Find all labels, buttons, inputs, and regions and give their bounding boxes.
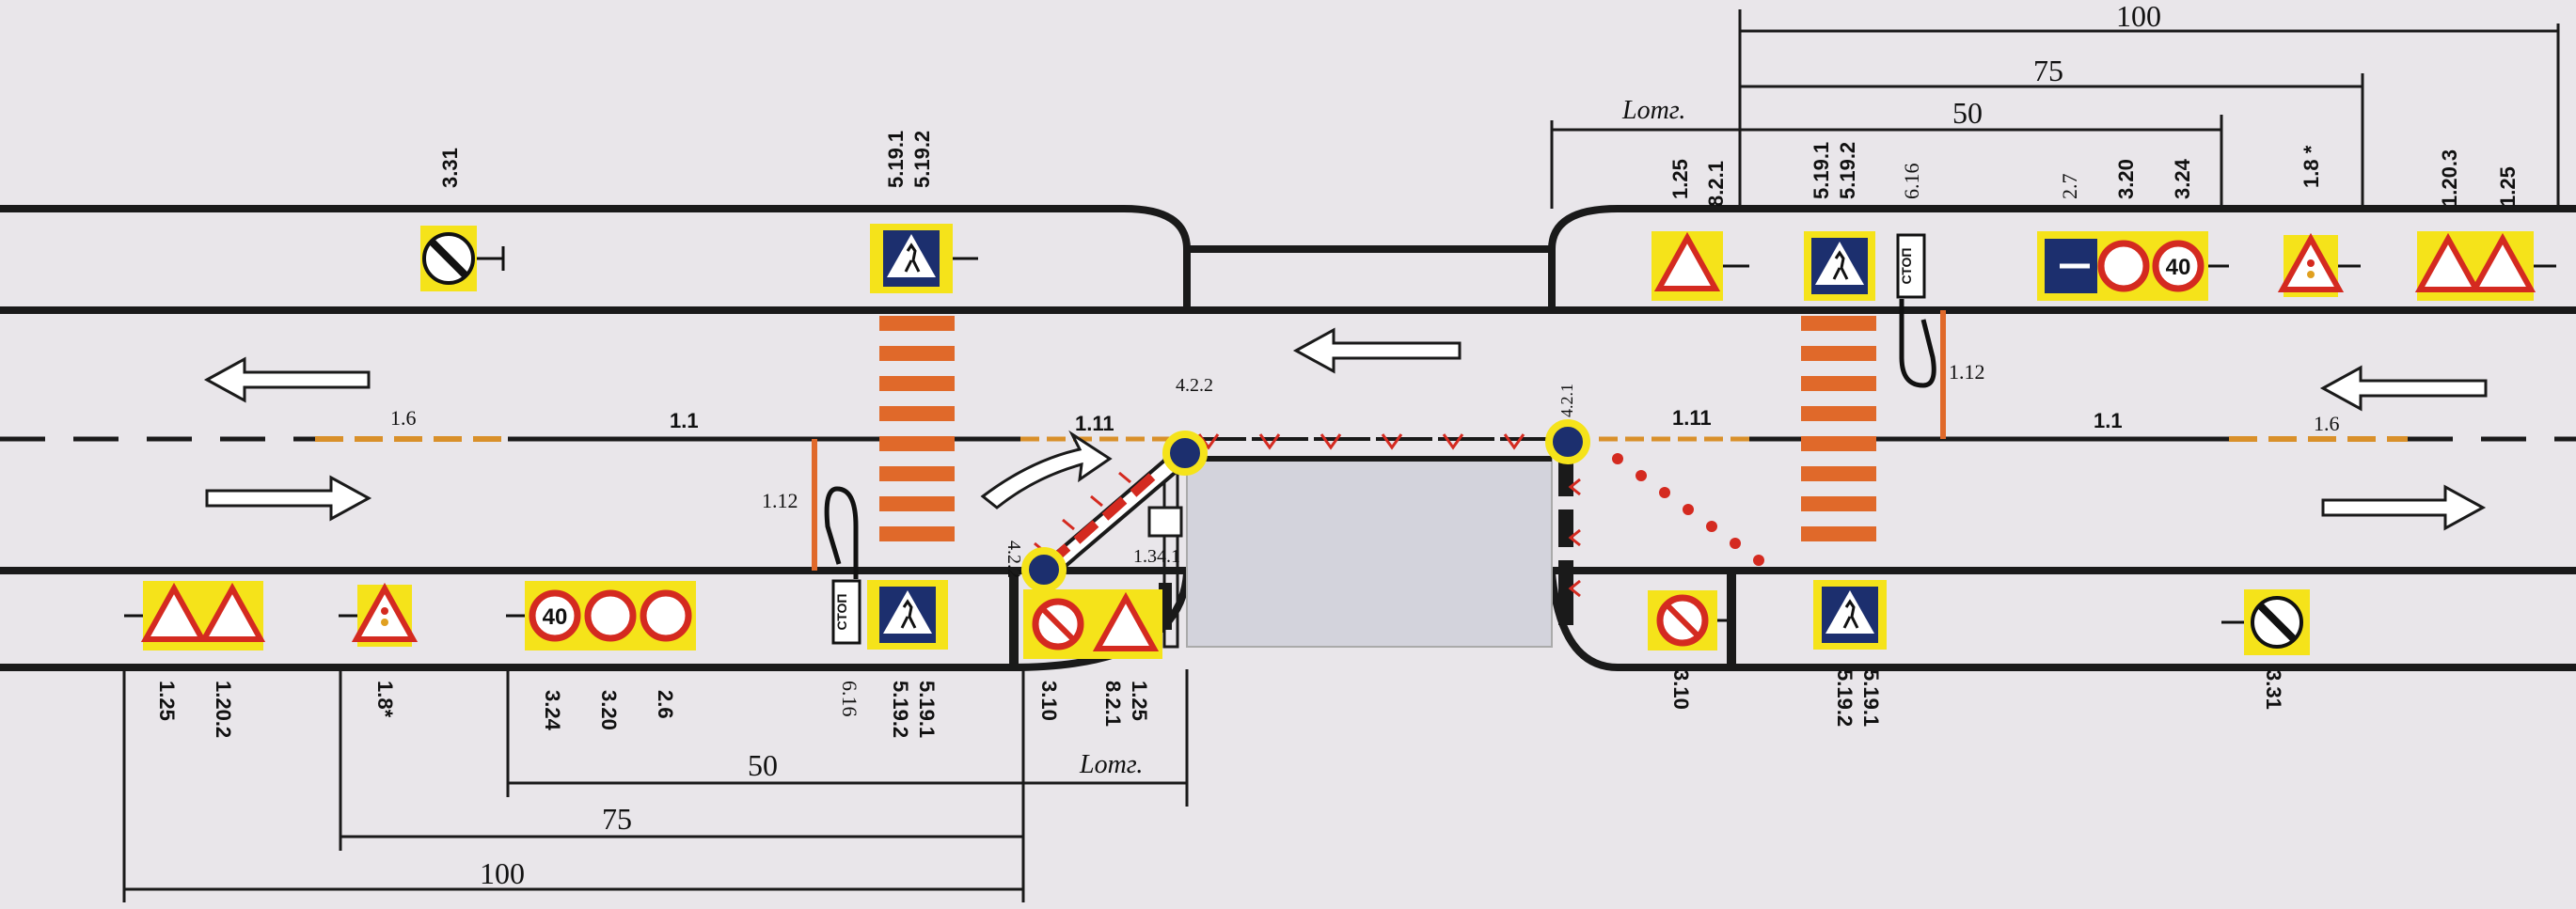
label-5-19-1-bottom: 5.19.1 <box>915 681 939 738</box>
label-2-6-bottom: 2.6 <box>654 690 677 719</box>
dimension-lines <box>122 9 2560 902</box>
label-3-20-bottom: 3.20 <box>597 690 621 730</box>
label-marking-1-6-right: 1.6 <box>2314 412 2340 435</box>
signs-top: СТОП 40 <box>420 224 2556 388</box>
label-marking-1-12-left: 1.12 <box>762 489 798 512</box>
speed-40-bottom: 40 <box>543 604 568 630</box>
label-3-31-top: 3.31 <box>438 148 462 188</box>
label-2-7-top: 2.7 <box>2058 174 2081 200</box>
dim-50-top: 50 <box>1952 96 1983 130</box>
speed-40-top: 40 <box>2166 255 2191 280</box>
label-5-19-2-top: 5.19.2 <box>910 131 934 188</box>
dim-75-top: 75 <box>2033 54 2063 87</box>
crosswalk-right <box>1801 316 1876 541</box>
label-marking-1-34-1: 1.34.1 <box>1133 546 1180 567</box>
label-6-16-bottom: 6.16 <box>838 681 861 717</box>
label-3-10-bottom: 3.10 <box>1037 681 1061 721</box>
stop-text-bottom: СТОП <box>834 594 849 631</box>
label-marking-4-2-1: 4.2.1 <box>1557 384 1576 417</box>
label-3-10b-bottom: 3.10 <box>1669 669 1693 710</box>
label-3-24-bottom: 3.24 <box>541 690 564 731</box>
label-5-19-1-top: 5.19.1 <box>884 131 908 188</box>
label-5-19-2b-top: 5.19.2 <box>1836 142 1859 199</box>
work-zone <box>1147 433 1581 649</box>
stop-text-top: СТОП <box>1899 248 1914 285</box>
marking-labels: 1.6 1.1 1.11 4.2.2 4.2.1 1.11 1.1 1.6 1.… <box>390 360 2340 578</box>
dim-75-bottom: 75 <box>602 802 632 836</box>
label-5-19-1b-bottom: 5.19.1 <box>1859 669 1883 727</box>
label-1-25-top: 1.25 <box>1668 159 1692 199</box>
label-3-31-bottom: 3.31 <box>2262 669 2285 710</box>
label-1-20-2-bottom: 1.20.2 <box>212 681 235 738</box>
label-3-20-top: 3.20 <box>2114 159 2138 199</box>
dotted-line <box>1612 453 1764 566</box>
crosswalk-left <box>879 316 955 541</box>
dim-100-top: 100 <box>2116 0 2161 33</box>
label-marking-1-1-right: 1.1 <box>2094 409 2123 432</box>
dim-lotg-bottom: Lотг. <box>1079 750 1143 779</box>
label-marking-1-11-left: 1.11 <box>1075 412 1114 435</box>
label-8-2-1-bottom: 8.2.1 <box>1101 681 1125 727</box>
label-1-25b-top: 1.25 <box>2496 166 2520 207</box>
label-5-19-2-bottom: 5.19.2 <box>889 681 912 738</box>
label-5-19-1b-top: 5.19.1 <box>1810 142 1833 199</box>
label-1-8-top: 1.8 * <box>2299 145 2323 188</box>
label-marking-1-12-right: 1.12 <box>1949 360 1985 384</box>
direction-arrows <box>203 327 2488 531</box>
label-marking-1-11-right: 1.11 <box>1672 406 1712 430</box>
label-6-16-top: 6.16 <box>1900 164 1923 200</box>
label-8-2-1-top: 8.2.1 <box>1704 161 1728 207</box>
top-sign-labels: 3.31 5.19.1 5.19.2 1.25 8.2.1 5.19.1 5.1… <box>438 131 2520 207</box>
bottom-sign-labels: 1.25 1.20.2 1.8* 3.24 3.20 2.6 6.16 5.19… <box>155 669 2285 738</box>
dim-50-bottom: 50 <box>748 748 778 782</box>
label-1-8-bottom: 1.8* <box>373 681 397 718</box>
signs-bottom: 40 СТОП <box>124 419 2310 667</box>
label-3-24-top: 3.24 <box>2171 158 2194 199</box>
dimension-labels: 100 75 50 Lотг. 100 75 50 Lотг. <box>480 0 2161 890</box>
label-1-25b-bottom: 1.25 <box>1128 681 1151 721</box>
label-5-19-2b-bottom: 5.19.2 <box>1833 669 1857 727</box>
label-1-25-bottom: 1.25 <box>155 681 179 721</box>
label-1-20-3-top: 1.20.3 <box>2438 149 2461 207</box>
label-marking-4-2-2-top: 4.2.2 <box>1176 375 1213 396</box>
label-marking-1-6-left: 1.6 <box>390 406 417 430</box>
dim-100-bottom: 100 <box>480 856 525 890</box>
label-marking-1-1-left: 1.1 <box>670 409 699 432</box>
dim-lotg-top: Lотг. <box>1621 96 1685 125</box>
label-marking-4-2-2-bottom: 4.2.2 <box>1004 541 1024 578</box>
